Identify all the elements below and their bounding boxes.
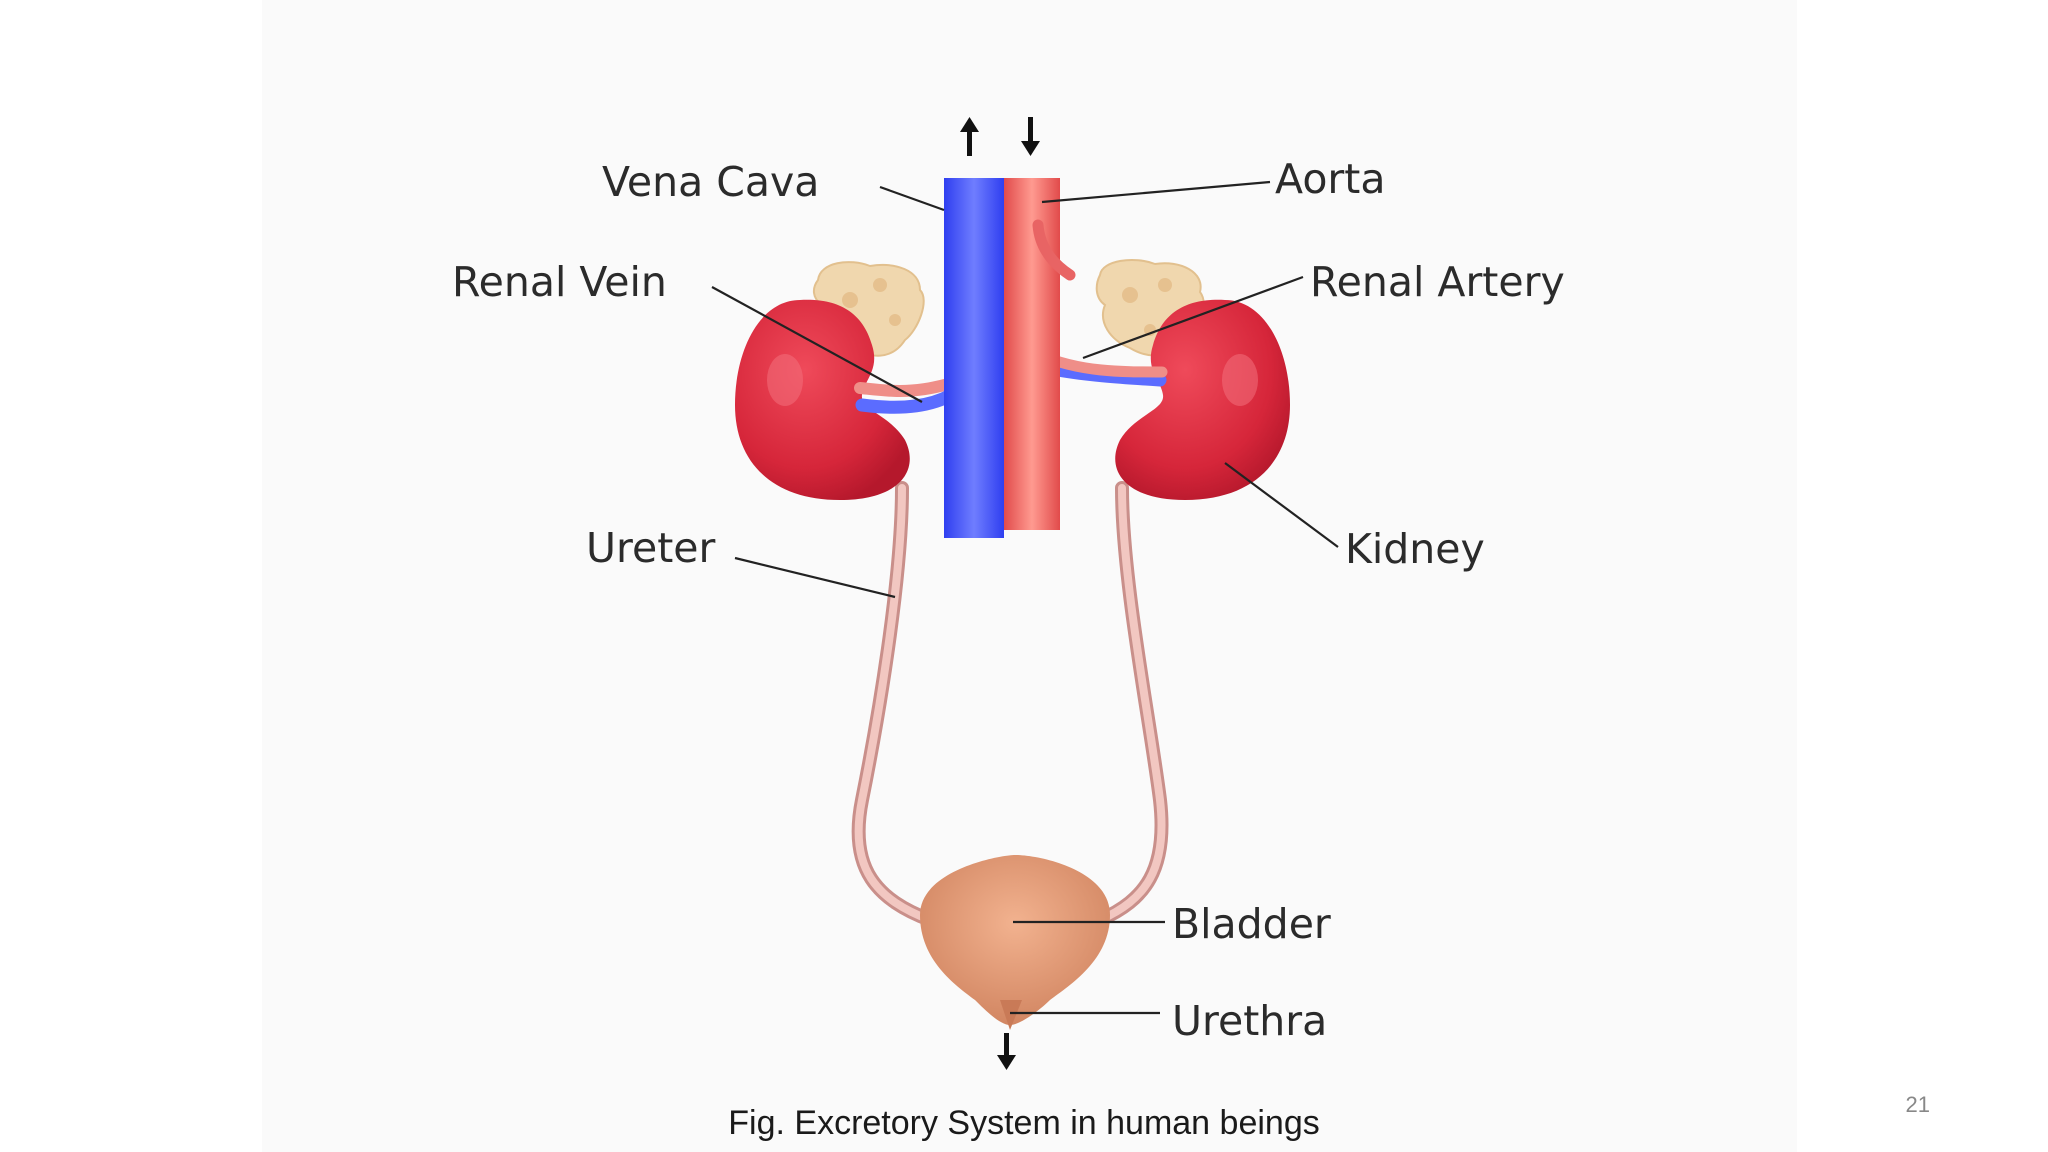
down-arrow-icon: [1021, 117, 1040, 156]
up-arrow-icon: [960, 117, 979, 156]
urethra-label: Urethra: [1172, 997, 1327, 1045]
renal-vein-leader: [711, 286, 923, 403]
left-ureter-highlight: [854, 484, 934, 924]
right-ureter: [1093, 481, 1169, 927]
aorta-leader: [1041, 180, 1271, 204]
vena-cava: [944, 178, 1004, 538]
page-number: 21: [1905, 1092, 1930, 1117]
right-kidney: [1115, 299, 1290, 500]
ureter-leader: [734, 556, 896, 599]
bladder-label: Bladder: [1172, 900, 1331, 948]
urethra: [1000, 1000, 1022, 1030]
ureter-label: Ureter: [586, 524, 715, 572]
aorta-branch: [1032, 219, 1076, 281]
aorta-label: Aorta: [1275, 155, 1385, 203]
bladder: [920, 855, 1110, 1025]
kidney-label: Kidney: [1345, 525, 1485, 573]
renal-artery-label: Renal Artery: [1310, 258, 1565, 306]
figure-caption: Fig. Excretory System in human beings: [728, 1104, 1320, 1142]
left-kidney: [735, 299, 910, 500]
right-ureter-highlight: [1096, 484, 1166, 924]
renal-vein-label: Renal Vein: [452, 258, 667, 306]
renal-artery-leader: [1082, 275, 1304, 360]
vena-cava-label: Vena Cava: [602, 158, 819, 206]
aorta: [1004, 178, 1060, 530]
kidney-leader: [1224, 462, 1339, 548]
outflow-arrow-icon: [997, 1033, 1016, 1070]
vena-cava-leader: [879, 185, 945, 212]
left-ureter: [851, 481, 937, 927]
